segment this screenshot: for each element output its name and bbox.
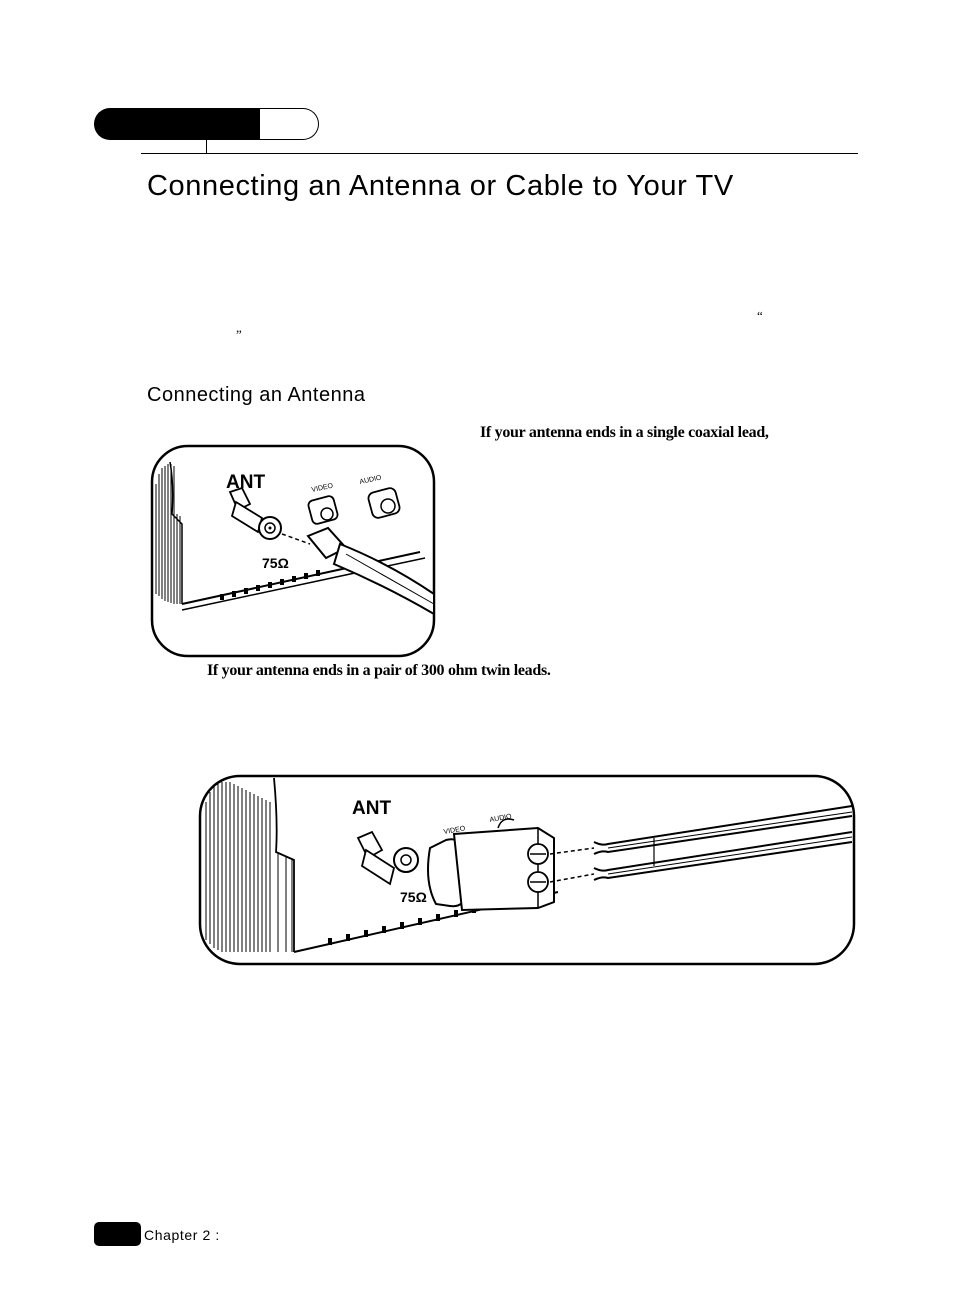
page-title: Connecting an Antenna or Cable to Your T… [147,170,734,202]
video-label: VIDEO [311,482,334,493]
coaxial-instruction: If your antenna ends in a single coaxial… [480,424,769,441]
ohm-label: 75Ω [400,889,427,905]
twin-lead-instruction: If your antenna ends in a pair of 300 oh… [207,662,551,679]
coaxial-cable-icon [306,526,435,616]
open-quote: “ [757,308,763,323]
close-quote: ” [236,327,242,342]
ant-terminal-icon [356,830,419,886]
tv-side-panel [155,464,181,604]
video-jack-icon [307,495,339,525]
header-rule [141,153,858,154]
audio-label: AUDIO [489,813,513,824]
ant-label: ANT [226,472,265,493]
page-number-badge [94,1222,141,1246]
section-heading: Connecting an Antenna [147,384,366,406]
twin-lead-connection-figure: ANT VIDEO AUDIO 75Ω [198,774,856,966]
ant-terminal-icon [228,486,282,540]
ohm-label: 75Ω [262,555,289,571]
audio-label: AUDIO [359,474,383,486]
chapter-tab [94,108,320,140]
twin-lead-cable-icon [593,805,853,881]
chapter-tab-filled [94,108,262,140]
header-tick [206,140,207,154]
matching-transformer-icon [427,826,555,912]
footer-chapter: Chapter 2 : [144,1227,220,1243]
audio-jack-icon [367,487,401,519]
coaxial-connection-figure: ANT VIDEO AUDIO 75Ω [150,444,436,658]
tv-side-panel [205,782,293,952]
video-label: VIDEO [443,825,466,836]
chapter-tab-outline [260,108,319,140]
panel-vents [220,570,320,600]
ant-label: ANT [352,798,391,819]
